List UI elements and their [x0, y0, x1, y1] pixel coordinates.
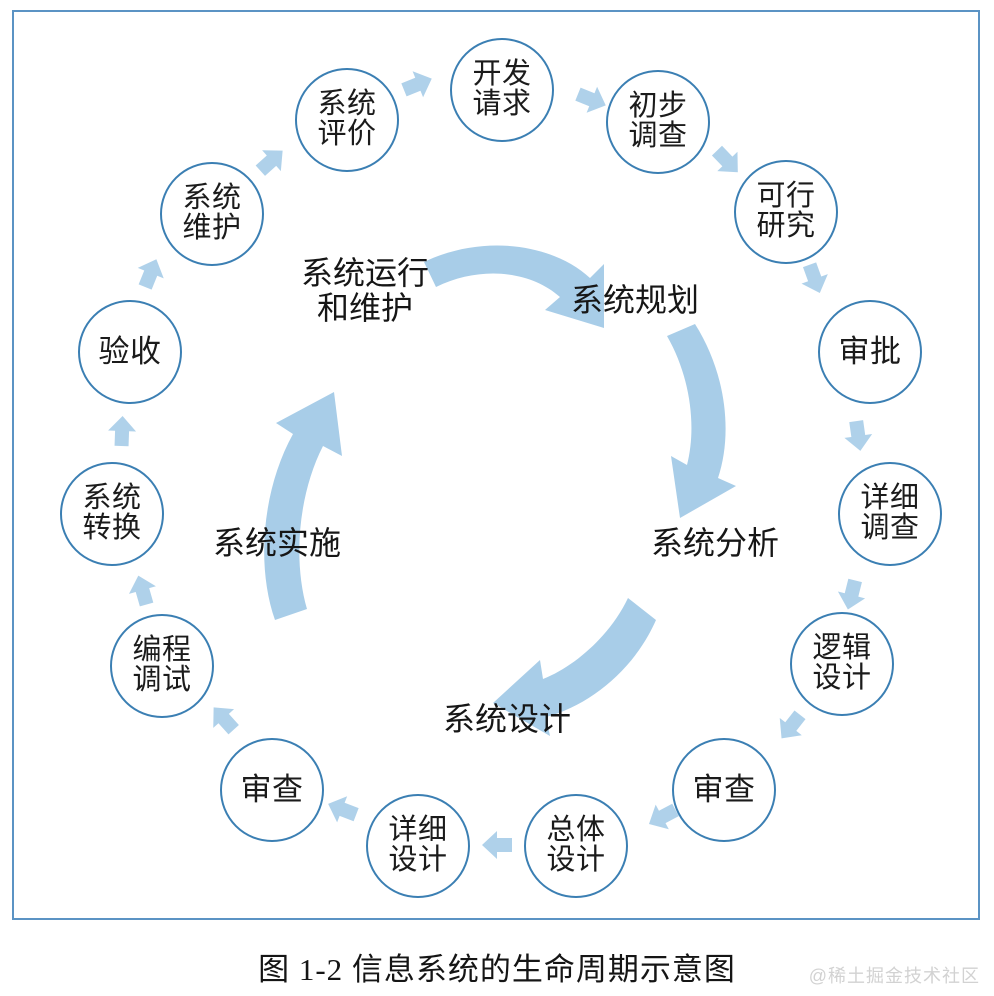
connector-arrow-logical-to-review: [770, 706, 812, 748]
node-detailed-survey[interactable]: 详细 调查: [838, 462, 942, 566]
node-system-conversion[interactable]: 系统 转换: [60, 462, 164, 566]
phase-label-analysis: 系统分析: [650, 525, 779, 561]
node-label: 开发 请求: [472, 58, 532, 120]
phase-arrow-implementation-to-operation: [264, 392, 342, 620]
node-label: 逻辑 设计: [812, 632, 872, 694]
node-programming-debug[interactable]: 编程 调试: [110, 614, 214, 718]
connector-arrow-acceptance-to-maintenance: [132, 253, 170, 293]
node-dev-request[interactable]: 开发 请求: [450, 38, 554, 142]
figure-frame: [12, 10, 980, 920]
node-approval[interactable]: 审批: [818, 300, 922, 404]
figure-caption: 图 1-2 信息系统的生命周期示意图: [258, 952, 736, 987]
connector-arrow-feasibility-to-approval: [796, 259, 833, 298]
connector-arrow-request-to-survey: [572, 81, 612, 119]
phase-label-implementation: 系统实施: [212, 525, 341, 561]
phase-label-design: 系统设计: [442, 701, 571, 737]
node-logical-design[interactable]: 逻辑 设计: [790, 612, 894, 716]
connector-arrow-approval-to-detailedsurvey: [842, 419, 875, 453]
node-label: 审查: [692, 772, 756, 808]
watermark: @稀土掘金技术社区: [808, 966, 980, 986]
connector-arrow-detailedsurvey-to-logical: [834, 576, 869, 613]
node-system-evaluation[interactable]: 系统 评价: [295, 68, 399, 172]
node-label: 可行 研究: [756, 180, 816, 242]
connector-arrow-detaileddesign-to-reviewimpl: [323, 790, 362, 828]
connector-arrow-programming-to-conversion: [124, 571, 161, 609]
node-label: 详细 调查: [860, 482, 920, 544]
node-label: 详细 设计: [388, 814, 448, 876]
connector-arrow-overall-to-detaileddesign: [482, 831, 512, 859]
connector-arrow-survey-to-feasibility: [706, 140, 748, 182]
phase-label-planning: 系统规划: [570, 282, 699, 318]
diagram-canvas: 系统运行 和维护 系统规划 系统分析 系统设计 系统实施 开发 请求 初步 调查…: [12, 10, 980, 920]
arrows-layer: [107, 65, 875, 859]
node-label: 审查: [240, 772, 304, 808]
connector-arrow-evaluation-to-request: [398, 65, 438, 103]
node-label: 验收: [98, 334, 162, 370]
node-overall-design[interactable]: 总体 设计: [524, 794, 628, 898]
node-acceptance[interactable]: 验收: [78, 300, 182, 404]
connector-arrow-maintenance-to-evaluation: [250, 140, 293, 182]
node-preliminary-survey[interactable]: 初步 调查: [606, 70, 710, 174]
node-review-design[interactable]: 审查: [220, 738, 324, 842]
node-feasibility-study[interactable]: 可行 研究: [734, 160, 838, 264]
phase-label-operation: 系统运行 和维护: [300, 255, 429, 326]
node-detailed-design[interactable]: 详细 设计: [366, 794, 470, 898]
node-label: 编程 调试: [132, 634, 192, 696]
node-review-analysis[interactable]: 审查: [672, 738, 776, 842]
node-label: 初步 调查: [628, 90, 688, 152]
node-system-maintenance[interactable]: 系统 维护: [160, 162, 264, 266]
connector-arrow-reviewimpl-to-programming: [203, 697, 245, 740]
node-label: 系统 转换: [82, 482, 142, 544]
node-label: 系统 维护: [182, 182, 242, 244]
phase-arrow-planning-to-analysis: [667, 324, 736, 518]
node-label: 系统 评价: [317, 88, 377, 150]
node-label: 总体 设计: [546, 814, 606, 876]
node-label: 审批: [838, 334, 902, 370]
connector-arrow-conversion-to-acceptance: [107, 415, 137, 447]
